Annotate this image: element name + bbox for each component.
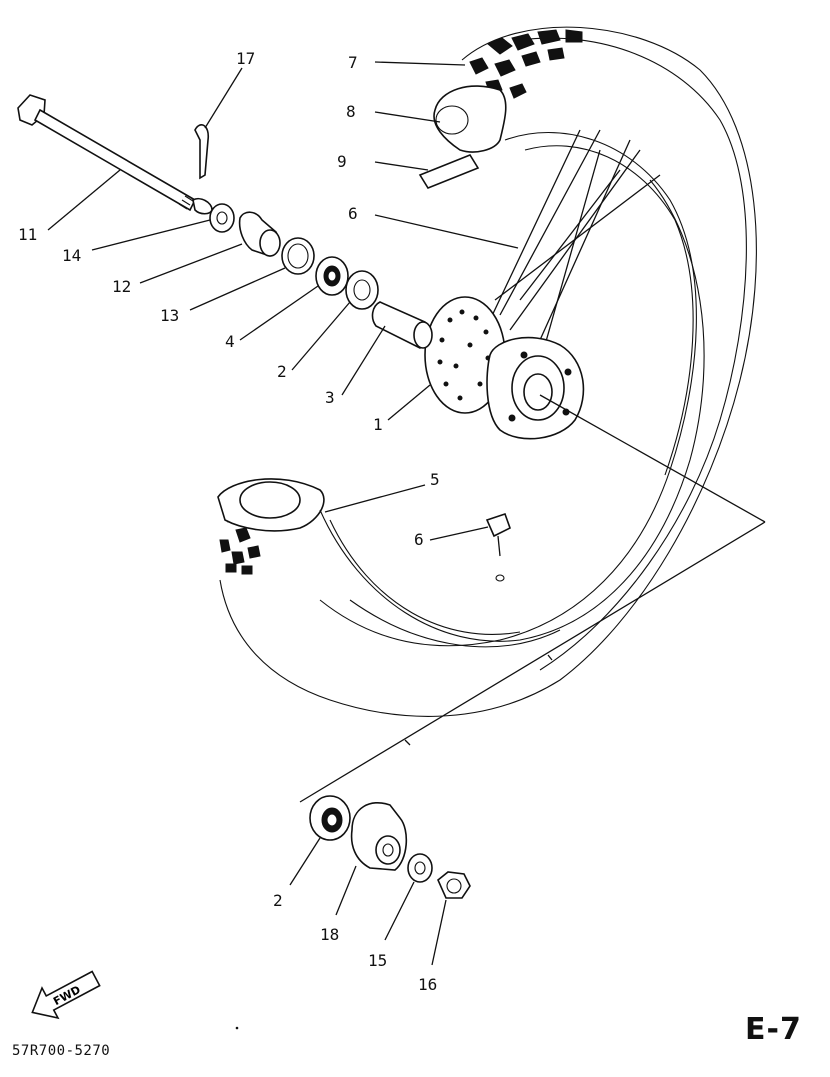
hub [424, 296, 585, 440]
front-axle [17, 94, 213, 215]
callout-1: 1 [373, 415, 383, 434]
callout-12: 12 [112, 277, 131, 296]
callout-11: 11 [18, 225, 37, 244]
valve-cap [485, 512, 511, 582]
callout-18: 18 [320, 925, 339, 944]
page-code: E-7 [745, 1012, 802, 1047]
callout-9: 8 [346, 102, 356, 121]
gear-unit-18 [350, 802, 408, 871]
callout-2-upper: 2 [277, 362, 287, 381]
callout-3: 3 [325, 388, 335, 407]
callout-labels: 7 8 9 6 17 11 14 12 13 4 2 3 1 5 6 2 18 … [18, 49, 440, 994]
collar-12 [238, 211, 281, 257]
callout-15: 15 [368, 951, 387, 970]
inner-tube [433, 85, 507, 153]
oil-seal-13 [281, 237, 315, 275]
callout-6: 6 [414, 530, 424, 549]
leader-lines [47, 61, 519, 966]
callout-10: 9 [337, 152, 347, 171]
callout-2-lower: 2 [273, 891, 283, 910]
callout-17: 17 [236, 49, 255, 68]
callout-16: 16 [418, 975, 437, 994]
callout-8: 7 [348, 53, 358, 72]
bearing-2-upper [345, 270, 379, 310]
spokes [489, 129, 661, 346]
washer-14 [209, 203, 235, 233]
spacer-3 [371, 301, 433, 349]
rim [217, 179, 705, 648]
cotter-pin [194, 124, 210, 180]
callout-14: 14 [62, 246, 81, 265]
rim-band [418, 154, 480, 189]
bearing-4 [315, 256, 349, 296]
callout-13: 13 [160, 306, 179, 325]
callout-7: 6 [348, 204, 358, 223]
callout-5: 5 [430, 470, 440, 489]
assembly-lines [299, 394, 766, 803]
catalog-code: 57R700-5270 [12, 1043, 111, 1059]
fwd-arrow: FWD [31, 970, 101, 1020]
axle-nut-16 [437, 871, 471, 899]
washer-15 [407, 853, 433, 883]
bearing-2-lower [309, 795, 351, 841]
callout-4: 4 [225, 332, 235, 351]
